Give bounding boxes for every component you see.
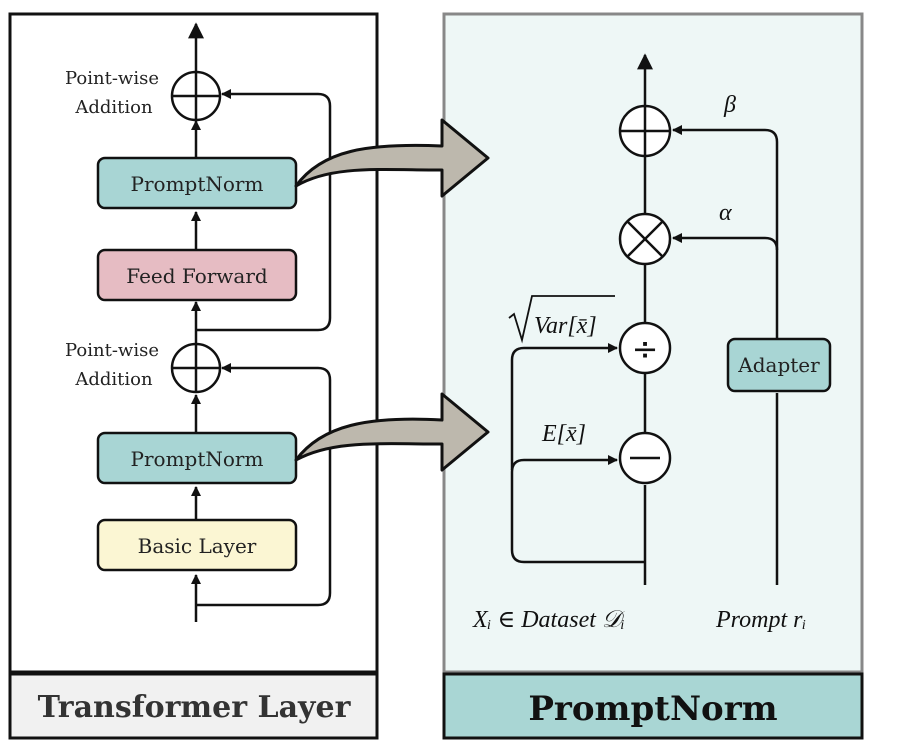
divide-icon: ÷ (618, 321, 672, 375)
divide-symbol: ÷ (632, 330, 659, 368)
prompt-label: Prompt rᵢ (715, 607, 806, 633)
addition-top-label-2: Addition (74, 97, 153, 118)
sqrt-symbol (508, 295, 615, 344)
input-label: Xᵢ ∈ Dataset 𝒟ᵢ (472, 607, 626, 633)
feed-forward-block (96, 248, 298, 302)
subtract-icon (618, 431, 672, 485)
addition-top-icon (170, 70, 222, 122)
multiply-icon (618, 212, 672, 266)
addition-top-label-1: Point-wise (65, 68, 159, 89)
adapter-block (726, 337, 832, 393)
beta-label: β (723, 92, 736, 118)
prompt-norm-top-label: PromptNorm (131, 172, 264, 196)
promptnorm-panel: PromptNorm Adapter ÷ (442, 12, 864, 740)
right-title-bar (442, 672, 864, 740)
prompt-norm-bottom-label: PromptNorm (131, 447, 264, 471)
transformer-layer-panel: Transformer Layer Basic Layer PromptNorm… (8, 12, 379, 740)
connector-arrow-top (294, 118, 490, 198)
transformer-layer-title: Transformer Layer (38, 690, 352, 725)
basic-layer-label: Basic Layer (138, 534, 257, 558)
basic-layer-block (96, 518, 298, 572)
add-icon (618, 104, 672, 158)
feed-forward-label: Feed Forward (126, 264, 268, 288)
adapter-label: Adapter (737, 353, 820, 377)
addition-bottom-label-2: Addition (74, 369, 153, 390)
alpha-label: α (719, 200, 732, 226)
addition-bottom-label-1: Point-wise (65, 340, 159, 361)
prompt-norm-top-block (96, 156, 298, 210)
mean-label: E[x̄] (541, 421, 586, 447)
variance-label: Var[x̄] (534, 313, 597, 339)
promptnorm-title: PromptNorm (528, 689, 777, 729)
left-title-bar (8, 672, 379, 740)
connector-arrow-bottom (294, 392, 490, 472)
addition-bottom-icon (170, 342, 222, 394)
